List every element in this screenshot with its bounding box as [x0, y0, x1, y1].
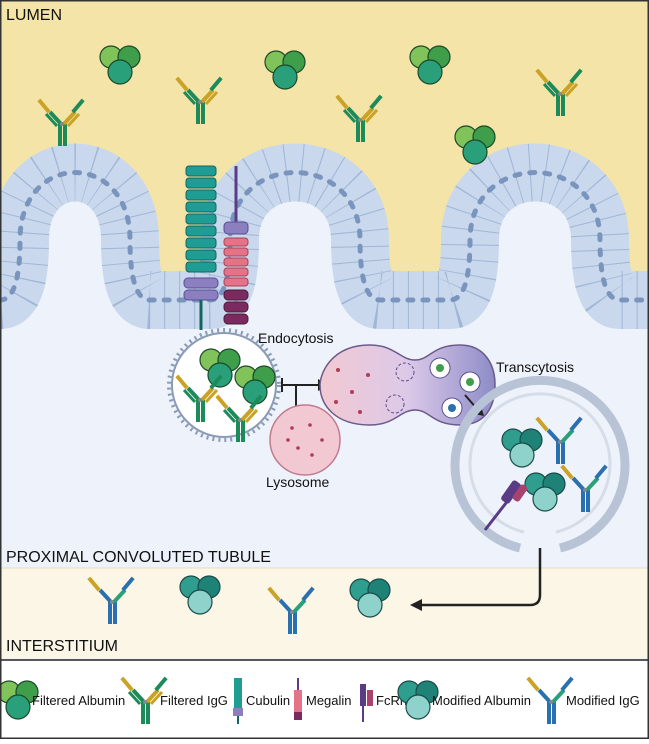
- fcrn-receptor: [483, 480, 528, 531]
- legend-label-filtered-albumin: Filtered Albumin: [32, 693, 125, 708]
- transcytosis-label: Transcytosis: [496, 359, 574, 375]
- endosome: [319, 344, 496, 426]
- interstitium-label: INTERSTITIUM: [6, 638, 118, 655]
- cell-nuclei: [0, 170, 649, 303]
- transcytosis-vesicle: [450, 375, 630, 553]
- lysosome: [269, 404, 341, 476]
- endocytosis-label: Endocytosis: [258, 330, 333, 346]
- cubulin-icon: [233, 678, 243, 724]
- cubulin-receptor: [183, 165, 219, 330]
- megalin-icon: [294, 678, 302, 720]
- exit-arrow: [420, 548, 542, 607]
- legend-label-cubulin: Cubulin: [246, 693, 290, 708]
- lysosome-label: Lysosome: [266, 474, 330, 490]
- megalin-receptor: [223, 166, 249, 325]
- legend-label-megalin: Megalin: [306, 693, 352, 708]
- legend-panel: [0, 660, 649, 739]
- endocytic-vesicle: [167, 328, 281, 444]
- legend-label-modified-albumin: Modified Albumin: [432, 693, 531, 708]
- legend: Filtered Albumin Filtered IgG Cubulin Me…: [0, 674, 640, 726]
- legend-label-filtered-igg: Filtered IgG: [160, 693, 228, 708]
- legend-label-modified-igg: Modified IgG: [566, 693, 640, 708]
- lumen-label: LUMEN: [6, 7, 62, 24]
- fcrn-icon: [360, 684, 373, 722]
- tubule-label: PROXIMAL CONVOLUTED TUBULE: [6, 549, 271, 566]
